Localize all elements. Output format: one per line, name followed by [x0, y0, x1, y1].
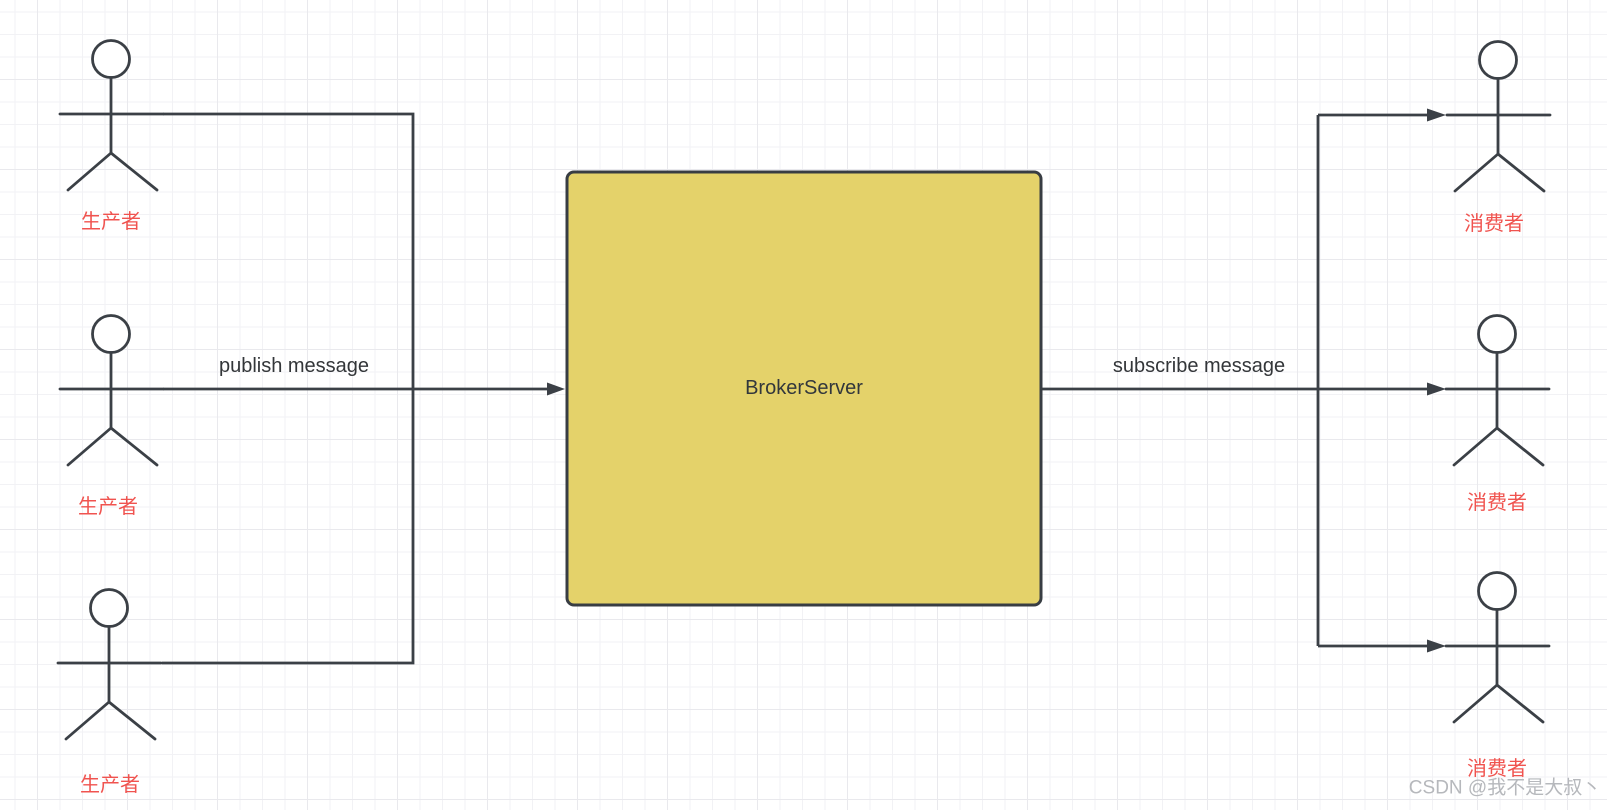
producer-3-label: 生产者	[80, 774, 140, 796]
broker-server-label: BrokerServer	[745, 377, 863, 399]
producer-2-figure	[58, 314, 165, 467]
consumer-1-label: 消费者	[1464, 213, 1524, 235]
consumer-3-label: 消费者	[1467, 758, 1527, 780]
producer-1-figure	[58, 39, 165, 192]
producer-1-label: 生产者	[81, 211, 141, 233]
csdn-watermark: CSDN @我不是大叔丶	[1408, 777, 1602, 799]
consumer-middle-arrowhead-icon	[1427, 382, 1446, 396]
subscribe-edge-label: subscribe message	[1112, 355, 1286, 377]
consumer-3-figure	[1444, 571, 1551, 724]
consumer-top-arrowhead-icon	[1427, 108, 1446, 122]
producer-3-figure	[56, 588, 163, 741]
consumer-2-figure	[1444, 314, 1551, 467]
publish-arrowhead-icon	[547, 382, 565, 396]
broker-server-box	[565, 170, 1043, 607]
producer-2-label: 生产者	[78, 496, 138, 518]
consumer-bottom-arrowhead-icon	[1427, 639, 1446, 653]
consumer-1-figure	[1445, 40, 1552, 193]
publish-edge-label: publish message	[218, 355, 370, 377]
consumer-2-label: 消费者	[1467, 492, 1527, 514]
